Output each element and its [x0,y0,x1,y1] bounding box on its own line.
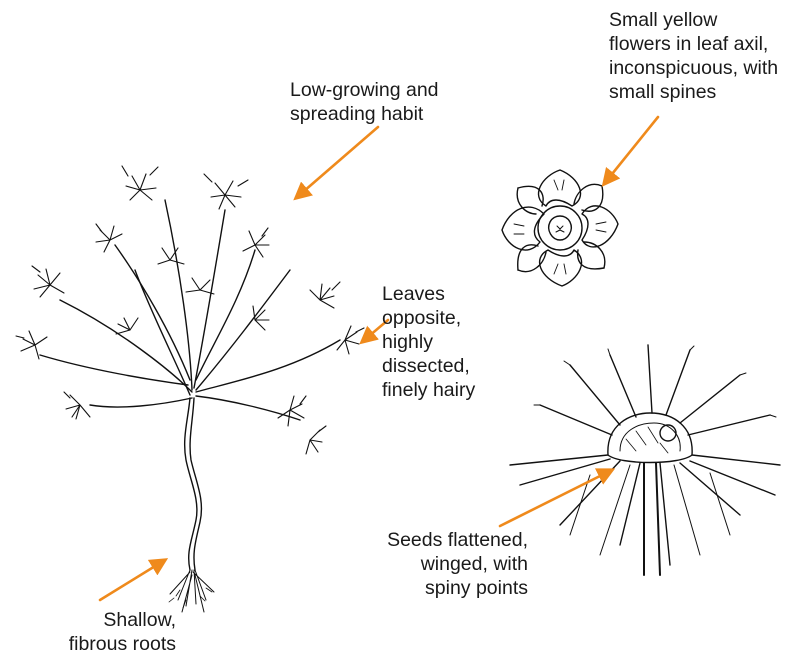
arrow-habit [296,127,378,198]
arrow-flowers [604,117,658,184]
arrow-seeds [500,470,612,526]
flower-drawing [502,170,618,286]
label-roots: Shallow, fibrous roots [46,608,176,656]
label-habit: Low-growing and spreading habit [290,78,470,126]
seed-drawing [510,345,780,575]
arrow-roots [100,560,165,600]
label-flowers: Small yellow flowers in leaf axil, incon… [609,8,787,104]
whole-plant-drawing [16,166,364,612]
label-seeds: Seeds flattened, winged, with spiny poin… [358,528,528,600]
label-leaves: Leaves opposite, highly dissected, finel… [382,282,512,402]
